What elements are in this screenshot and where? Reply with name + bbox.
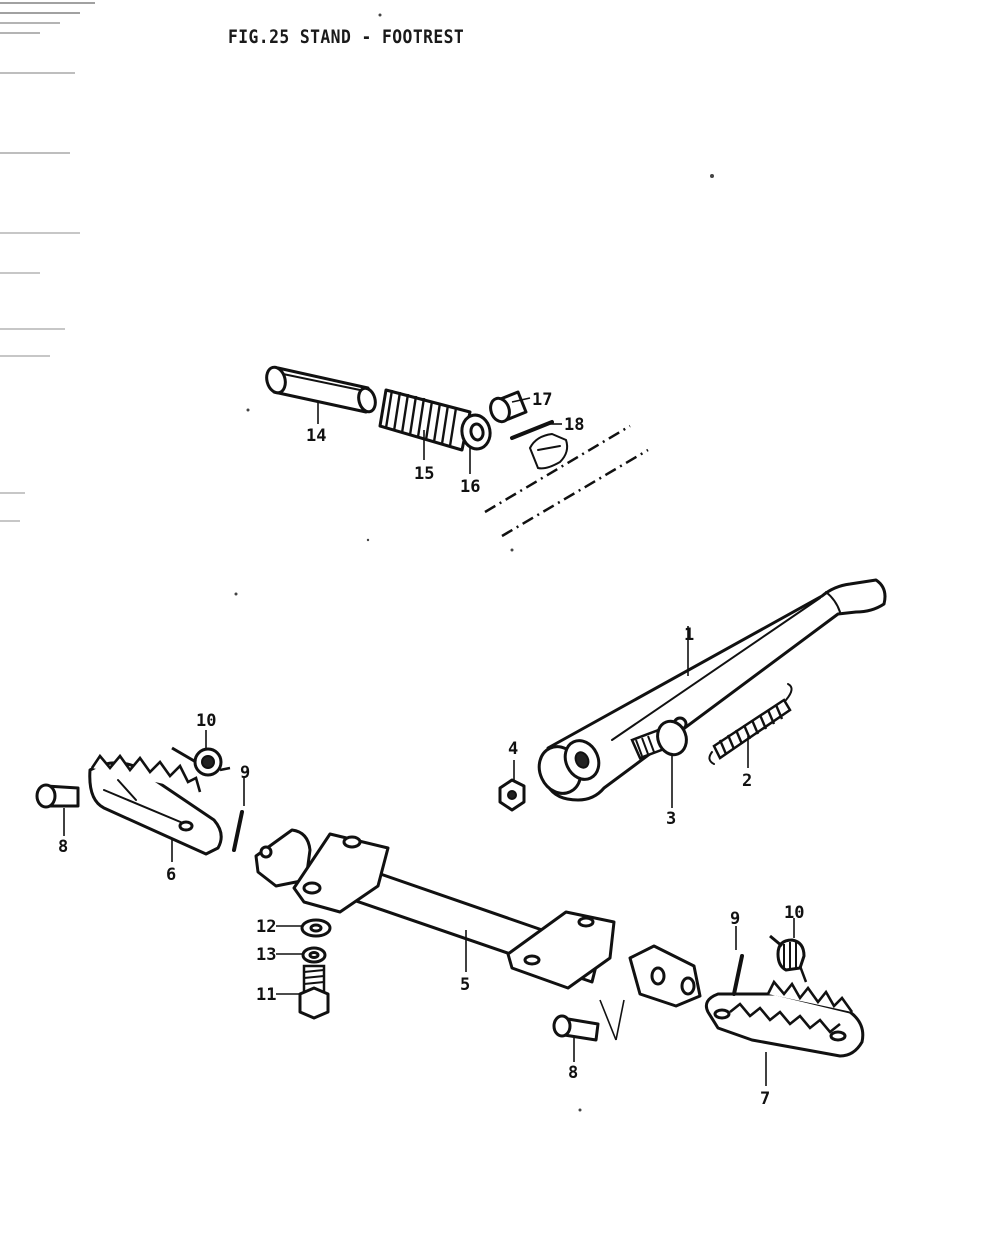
callout-17: 17 — [532, 390, 552, 410]
callout-12: 12 — [256, 917, 276, 937]
callout-1: 1 — [684, 625, 694, 645]
mount-bolt — [298, 964, 330, 1020]
callout-18: 18 — [564, 415, 584, 435]
callout-labels: 14 15 16 17 18 1 2 3 4 5 6 7 8 8 9 9 10 … — [58, 390, 804, 1109]
stand-spring — [708, 683, 793, 765]
mount-washer — [300, 918, 332, 938]
mount-lock-washer — [301, 946, 327, 964]
footrest-bar — [254, 828, 702, 1008]
callout-13: 13 — [256, 945, 276, 965]
right-footrest-pin — [552, 1014, 600, 1042]
pivot-shaft — [265, 365, 377, 414]
callout-11: 11 — [256, 985, 276, 1005]
left-cotter-pin — [232, 810, 244, 852]
callout-8-right: 8 — [568, 1063, 578, 1083]
right-cotter-pin — [732, 954, 744, 996]
spring-sleeve — [378, 388, 472, 452]
callout-15: 15 — [414, 464, 434, 484]
leader-lines — [63, 397, 795, 1086]
right-footrest-spring — [769, 934, 808, 983]
cotter-pin — [510, 420, 554, 440]
callout-2: 2 — [742, 771, 752, 791]
callout-10-left: 10 — [196, 711, 216, 731]
callout-6: 6 — [166, 865, 176, 885]
left-footrest — [88, 753, 223, 856]
figure-title: FIG.25 STAND - FOOTREST — [228, 26, 465, 48]
callout-3: 3 — [666, 809, 676, 829]
collar-washer — [460, 413, 492, 451]
callout-14: 14 — [306, 426, 326, 446]
callout-8-left: 8 — [58, 837, 68, 857]
side-stand — [537, 578, 887, 802]
clevis-pin — [489, 390, 528, 424]
left-footrest-pin — [35, 783, 80, 809]
stand-nut — [498, 778, 526, 812]
callout-5: 5 — [460, 975, 470, 995]
callout-10-right: 10 — [784, 903, 804, 923]
callout-9-left: 9 — [240, 763, 250, 783]
frame-mount — [484, 424, 649, 538]
stand-pivot-bolt — [630, 719, 688, 760]
callout-9-right: 9 — [730, 909, 740, 929]
right-footrest — [704, 979, 865, 1058]
left-footrest-spring — [171, 746, 231, 777]
callout-4: 4 — [508, 739, 518, 759]
callout-16: 16 — [460, 477, 480, 497]
scan-noise — [0, 2, 714, 1112]
callout-7: 7 — [760, 1089, 770, 1109]
